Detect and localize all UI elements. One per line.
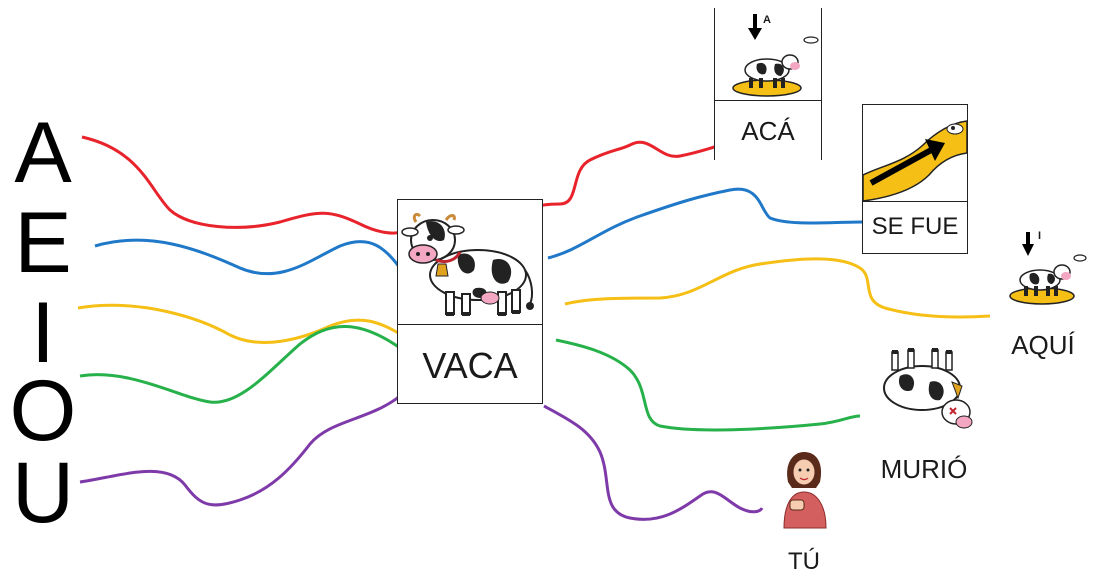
- line-u-left: [79, 394, 401, 507]
- aca-card: A ACÁ: [714, 8, 822, 160]
- vowel-i: I: [31, 285, 55, 381]
- line-i-right: [564, 257, 991, 319]
- se-fue-label: SE FUE: [871, 213, 959, 240]
- vowel-a: A: [14, 105, 72, 201]
- aca-card-divider: [715, 100, 821, 101]
- vaca-card-divider: [398, 324, 542, 325]
- se-fue-card: SE FUE: [862, 104, 968, 254]
- arrow-road-icon: [863, 105, 967, 201]
- aca-label: ACÁ: [741, 116, 795, 146]
- line-o-left: [79, 325, 401, 404]
- line-e-left: [94, 238, 402, 276]
- line-u-right: [543, 404, 764, 521]
- tu-label: TÚ: [788, 548, 820, 575]
- vaca-label: VACA: [422, 345, 518, 386]
- vowel-u: U: [11, 445, 75, 541]
- line-o-right: [555, 338, 861, 432]
- aca-marker: A: [763, 14, 771, 26]
- vowel-o: O: [9, 363, 77, 459]
- aqui-label: AQUÍ: [1011, 330, 1075, 360]
- se-fue-card-divider: [863, 201, 967, 202]
- line-a-left: [81, 135, 401, 235]
- cow-here-icon-aqui: [1009, 232, 1087, 305]
- cow-here-icon: [732, 14, 819, 97]
- aqui-marker: I: [1038, 230, 1042, 242]
- line-e-right: [547, 187, 863, 260]
- vowel-e: E: [14, 195, 72, 291]
- dead-cow-icon: [883, 348, 973, 429]
- line-a-right: [516, 140, 719, 223]
- murio-label: MURIÓ: [880, 454, 968, 484]
- cow-icon: [401, 212, 534, 316]
- girl-icon: [783, 452, 827, 529]
- vaca-card: VACA: [397, 199, 543, 404]
- line-i-left: [77, 303, 401, 344]
